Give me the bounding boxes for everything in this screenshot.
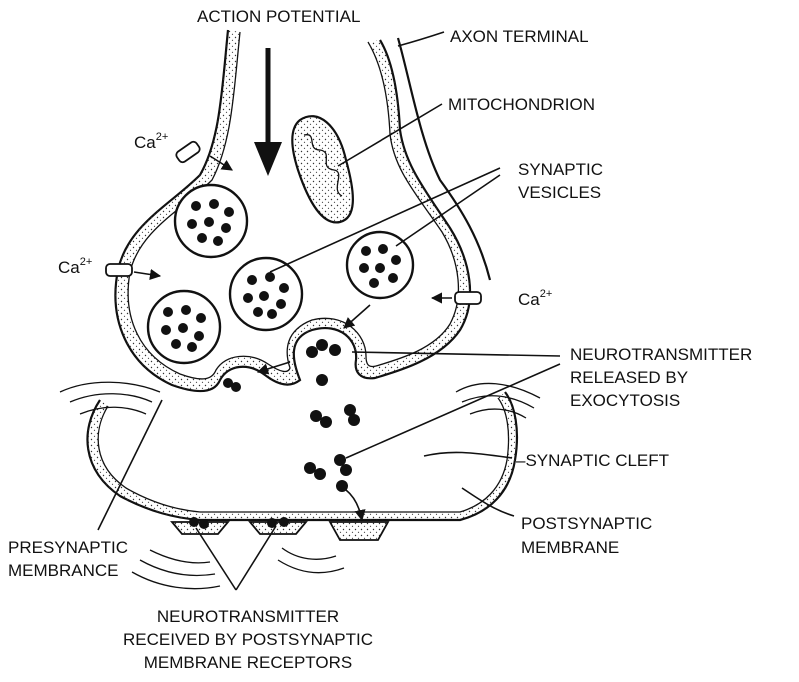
released-neurotransmitter (304, 404, 360, 492)
calcium-channel-2 (106, 264, 132, 276)
label-neurotransmitter-received-1: NEUROTRANSMITTER (157, 607, 339, 626)
label-action-potential: ACTION POTENTIAL (197, 7, 360, 26)
label-calcium-1: Ca2+ (134, 131, 168, 152)
calcium-channel-3 (455, 292, 481, 304)
label-neurotransmitter-received-3: MEMBRANE RECEPTORS (144, 653, 352, 672)
label-presynaptic-membrane-1: PRESYNAPTIC (8, 538, 128, 557)
label-calcium-3: Ca2+ (518, 288, 552, 309)
label-synaptic-vesicles-1: SYNAPTIC (518, 160, 603, 179)
postsynaptic-cell (60, 378, 540, 589)
label-neurotransmitter-released-1: NEUROTRANSMITTER (570, 345, 752, 364)
vesicle-2 (148, 291, 220, 363)
calcium-channel-1 (175, 140, 202, 164)
label-mitochondrion: MITOCHONDRION (448, 95, 595, 114)
label-synaptic-cleft: –SYNAPTIC CLEFT (516, 451, 669, 470)
label-postsynaptic-membrane-2: MEMBRANE (521, 538, 619, 557)
vesicle-1 (175, 185, 247, 257)
label-axon-terminal: AXON TERMINAL (450, 27, 589, 46)
label-neurotransmitter-released-3: EXOCYTOSIS (570, 391, 680, 410)
mitochondrion (292, 116, 353, 222)
label-postsynaptic-membrane-1: POSTSYNAPTIC (521, 514, 652, 533)
action-potential-arrow (254, 48, 282, 176)
vesicle-3 (230, 258, 302, 330)
label-calcium-2: Ca2+ (58, 256, 92, 277)
label-synaptic-vesicles-2: VESICLES (518, 183, 601, 202)
label-presynaptic-membrane-2: MEMBRANCE (8, 561, 119, 580)
label-neurotransmitter-received-2: RECEIVED BY POSTSYNAPTIC (123, 630, 373, 649)
receptor-3 (330, 522, 388, 540)
label-neurotransmitter-released-2: RELEASED BY (570, 368, 688, 387)
